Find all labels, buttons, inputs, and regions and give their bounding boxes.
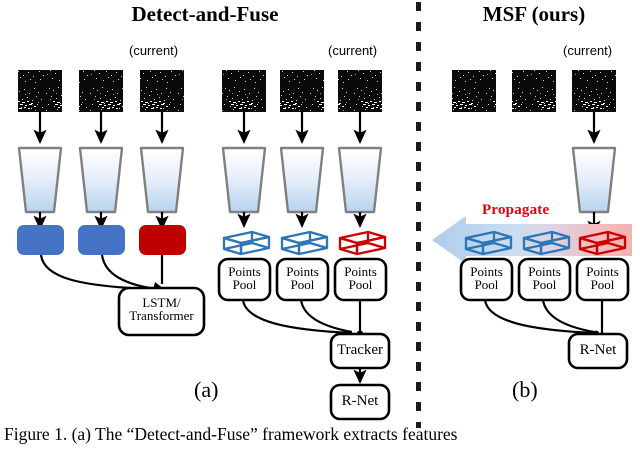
rnet-node-right[interactable] — [567, 332, 629, 370]
left-frame-to-encoder-arrows — [33, 112, 169, 144]
point-cloud-frame-1 — [222, 70, 266, 112]
encoder-2 — [78, 146, 124, 214]
left-feature-boxes — [17, 225, 186, 255]
encoder-3 — [139, 146, 185, 214]
left-panel-letter: (a) — [194, 377, 219, 402]
rnet-node-left[interactable] — [329, 383, 391, 421]
box3d-1 — [222, 230, 271, 256]
box3d-3-current — [578, 230, 627, 256]
right-current-label: (current) — [563, 43, 613, 58]
left-current-label: (current) — [129, 43, 179, 58]
point-cloud-frame-2 — [280, 70, 324, 112]
right-pool-to-rnet-connectors — [483, 299, 604, 335]
encoder-1 — [221, 146, 267, 214]
encoder-current — [571, 146, 617, 214]
encoder-1 — [17, 146, 63, 214]
mid-encoders — [221, 146, 383, 214]
figure-caption: Figure 1. (a) The “Detect-and-Fuse” fram… — [4, 424, 458, 444]
left-panel-title: Detect-and-Fuse — [131, 2, 279, 26]
point-cloud-frame-1 — [452, 70, 496, 112]
points-pool-node-1[interactable] — [217, 257, 272, 302]
box3d-2 — [522, 230, 571, 256]
feature-box-2 — [78, 225, 125, 255]
right-frames — [452, 70, 616, 112]
box3d-2 — [280, 230, 329, 256]
right-panel-letter: (b) — [512, 377, 538, 402]
mid-points-pools — [217, 257, 388, 302]
tracker-node[interactable] — [329, 332, 391, 370]
mid-frame-to-encoder-arrows — [237, 112, 367, 144]
left-encoders — [17, 146, 185, 214]
feature-box-1 — [17, 225, 64, 255]
mid-pool-to-tracker-connectors — [241, 299, 362, 335]
point-cloud-frame-3-current — [338, 70, 382, 112]
point-cloud-frame-1 — [18, 70, 62, 112]
mid-encoder-to-box-arrows — [237, 212, 367, 228]
right-panel-title: MSF (ours) — [482, 2, 586, 26]
points-pool-node-3[interactable] — [333, 257, 388, 302]
feature-box-3-current — [139, 225, 186, 255]
fusion-node-lstm-transformer[interactable] — [117, 286, 206, 337]
points-pool-node-3[interactable] — [575, 257, 630, 302]
right-points-pools — [459, 257, 630, 302]
encoder-2 — [279, 146, 325, 214]
point-cloud-frame-2 — [79, 70, 123, 112]
point-cloud-frame-3-current — [140, 70, 184, 112]
box3d-1 — [464, 230, 513, 256]
left-frames — [18, 70, 184, 112]
points-pool-node-2[interactable] — [275, 257, 330, 302]
points-pool-node-1[interactable] — [459, 257, 514, 302]
point-cloud-frame-3-current — [572, 70, 616, 112]
point-cloud-frame-2 — [512, 70, 556, 112]
encoder-3 — [337, 146, 383, 214]
mid-current-label: (current) — [328, 43, 378, 58]
mid-frames — [222, 70, 382, 112]
box3d-3-current — [338, 230, 387, 256]
propagate-label: Propagate — [482, 202, 550, 218]
points-pool-node-2[interactable] — [517, 257, 572, 302]
